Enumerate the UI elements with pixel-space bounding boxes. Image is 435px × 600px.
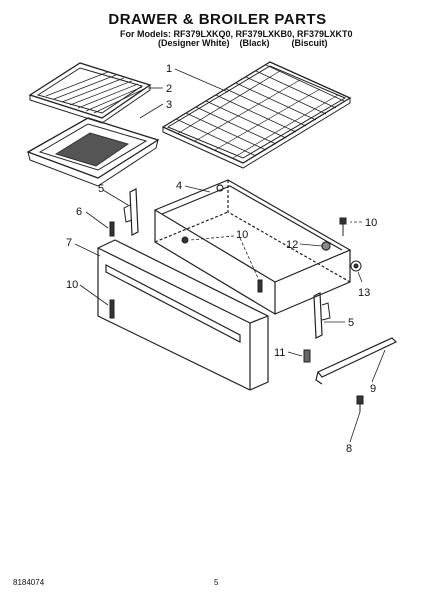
part-number: 8184074 <box>13 578 45 587</box>
broiler-grid <box>28 62 152 124</box>
callout-5-top: 5 <box>98 183 104 195</box>
callout-13: 13 <box>358 287 370 299</box>
callout-11: 11 <box>274 347 285 359</box>
drawer-slide-left <box>123 188 139 236</box>
callout-8: 8 <box>346 443 352 455</box>
screw-6 <box>109 221 115 237</box>
drawer-front-panel <box>97 239 269 391</box>
callout-10-right: 10 <box>365 217 377 229</box>
washer-13 <box>350 260 362 272</box>
variant-designer-white: (Designer White) <box>158 38 230 48</box>
callout-1: 1 <box>166 63 172 75</box>
variant-biscuit: (Biscuit) <box>291 38 328 48</box>
drawer-box <box>153 179 352 316</box>
variant-black: (Black) <box>239 38 270 48</box>
screw-8 <box>356 395 364 412</box>
clip-11 <box>303 349 311 363</box>
callout-6: 6 <box>76 206 82 218</box>
callout-4: 4 <box>176 180 182 192</box>
screw-10-right <box>339 217 347 236</box>
models-line: For Models: RF379LXKQ0, RF379LXKB0, RF37… <box>120 29 353 39</box>
screw-10-lower <box>109 299 115 319</box>
callout-3: 3 <box>166 99 172 111</box>
diagram-title: DRAWER & BROILER PARTS <box>108 11 327 28</box>
screw-10-side <box>257 279 263 293</box>
leader-lines <box>74 68 386 443</box>
callout-9: 9 <box>370 383 376 395</box>
broiler-pan <box>26 117 160 187</box>
callout-7: 7 <box>66 237 72 249</box>
rail-9 <box>315 337 398 385</box>
callout-10-center: 10 <box>236 229 248 241</box>
nut-12 <box>321 241 331 251</box>
drawer-slide-right <box>313 292 331 339</box>
callout-12: 12 <box>286 239 298 251</box>
callout-5-bottom: 5 <box>348 317 354 329</box>
callout-10-left: 10 <box>66 279 78 291</box>
oven-rack <box>161 61 352 169</box>
color-variants: (Designer White) (Black) (Biscuit) <box>158 38 328 48</box>
page-number: 5 <box>214 578 219 587</box>
callout-2: 2 <box>166 83 172 95</box>
screw-10-drawer <box>181 236 189 244</box>
